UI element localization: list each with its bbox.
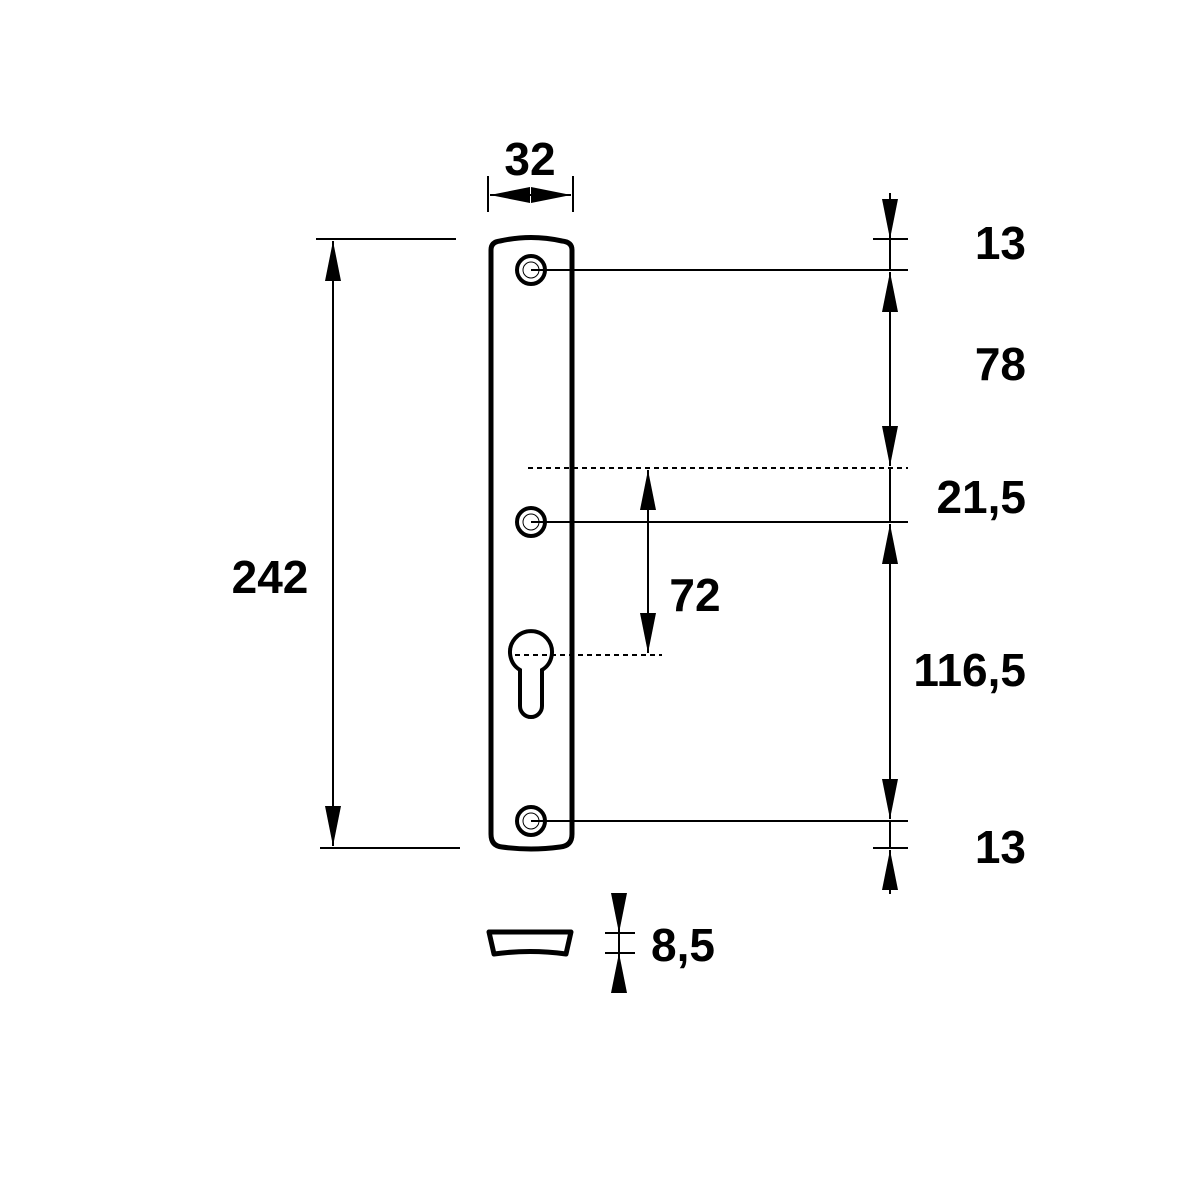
top-to-middle-label: 78 <box>975 338 1026 390</box>
plate-profile <box>486 929 574 957</box>
width-label: 32 <box>504 133 555 185</box>
right-dimension-chain <box>528 193 908 894</box>
thickness-dimension <box>605 893 635 993</box>
thickness-label: 8,5 <box>651 919 715 971</box>
handle-offset-label: 21,5 <box>936 471 1026 523</box>
bottom-margin-label: 13 <box>975 821 1026 873</box>
height-label: 242 <box>232 551 309 603</box>
width-dimension <box>487 176 574 212</box>
backplate-outline <box>488 235 575 852</box>
middle-to-bottom-label: 116,5 <box>913 644 1026 696</box>
cylinder-keyhole <box>508 629 554 719</box>
height-dimension <box>316 238 460 849</box>
top-margin-label: 13 <box>975 217 1026 269</box>
cylinder-distance-label: 72 <box>669 569 720 621</box>
cylinder-distance-dimension <box>515 470 662 656</box>
